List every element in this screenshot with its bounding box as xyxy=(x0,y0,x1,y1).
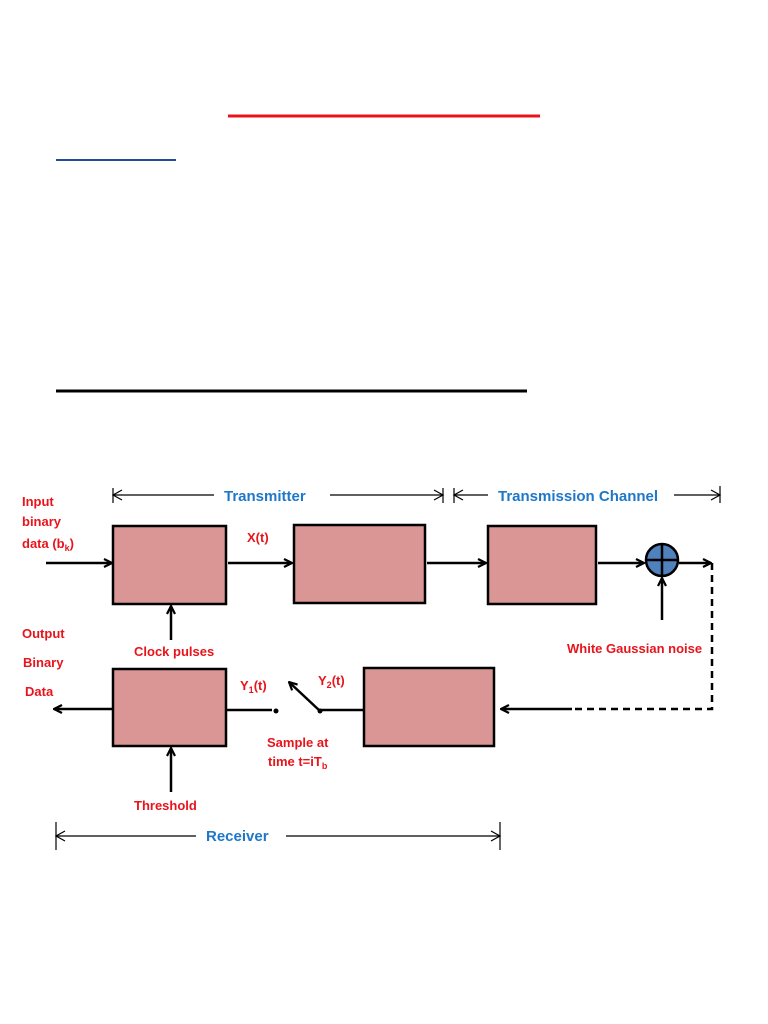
clock-label: Clock pulses xyxy=(134,644,214,659)
channel-span xyxy=(452,486,722,503)
svg-text:Sample at: Sample at xyxy=(267,735,329,750)
channel-block xyxy=(486,524,598,606)
y2-label: Y2(t) xyxy=(318,673,345,690)
transmitter-label: Transmitter xyxy=(224,488,306,505)
svg-text:data (bk): data (bk) xyxy=(22,536,74,553)
receiver-label: Receiver xyxy=(206,828,269,845)
input-label: Input binary data (bk) xyxy=(22,494,74,553)
svg-text:time t=iTb: time t=iTb xyxy=(268,754,328,771)
svg-text:Input: Input xyxy=(22,494,54,509)
transmitter-block-1 xyxy=(111,524,228,606)
svg-text:Binary: Binary xyxy=(23,655,64,670)
channel-return-path xyxy=(572,563,714,711)
transmitter-span xyxy=(111,488,445,503)
svg-text:binary: binary xyxy=(22,514,62,529)
svg-text:Data: Data xyxy=(25,684,54,699)
svg-text:Output: Output xyxy=(22,626,65,641)
sampling-switch-arm xyxy=(289,682,321,712)
receiver-span xyxy=(54,822,502,850)
threshold-label: Threshold xyxy=(134,798,197,813)
xt-label: X(t) xyxy=(247,530,269,545)
transmitter-block-2 xyxy=(292,523,427,605)
receiver-block-1 xyxy=(111,667,228,748)
output-label: Output Binary Data xyxy=(22,626,65,699)
channel-label: Transmission Channel xyxy=(498,488,658,505)
y1-label: Y1(t) xyxy=(240,678,267,695)
adder-icon xyxy=(644,542,680,578)
noise-label: White Gaussian noise xyxy=(567,641,702,656)
sample-label: Sample at time t=iTb xyxy=(267,735,329,771)
switch-contact-left xyxy=(273,708,279,714)
receiver-block-2 xyxy=(362,666,496,748)
